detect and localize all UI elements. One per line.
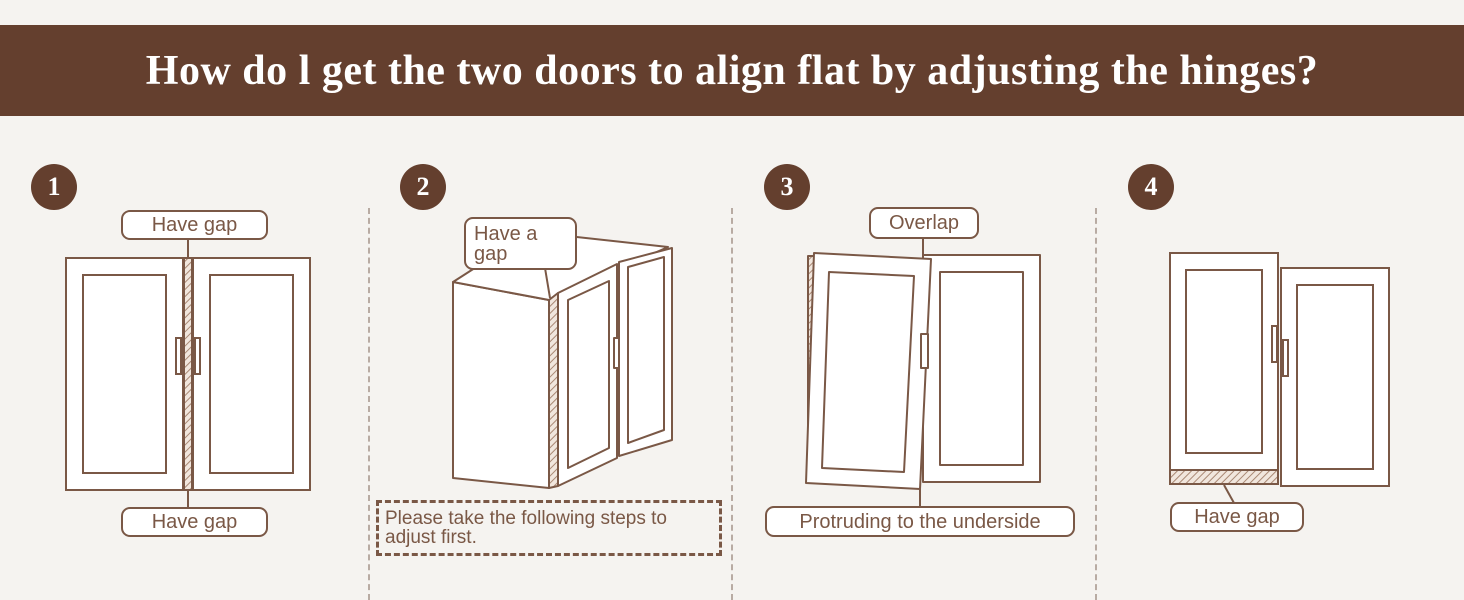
step-3-top-callout: Overlap <box>869 207 979 239</box>
step-3-handle <box>920 333 929 369</box>
step-2-cabinet <box>452 231 673 489</box>
step-4-cabinet <box>1169 252 1390 487</box>
step-1-badge: 1 <box>31 164 77 210</box>
step-4-right-handle <box>1282 339 1289 377</box>
divider-3 <box>1095 208 1097 600</box>
title-banner: How do l get the two doors to align flat… <box>0 25 1464 116</box>
step-3-cabinet <box>805 252 1041 490</box>
step-3-badge: 3 <box>764 164 810 210</box>
step-1-bottom-callout: Have gap <box>121 507 268 537</box>
step-1-top-callout: Have gap <box>121 210 268 240</box>
step-1-left-handle <box>175 337 182 375</box>
page-title: How do l get the two doors to align flat… <box>145 47 1319 94</box>
step-2-handle <box>613 337 620 369</box>
step-2-callout: Have a gap <box>464 217 577 270</box>
step-4-gap-strip <box>1169 469 1279 485</box>
step-1-right-handle <box>194 337 201 375</box>
step-2-badge: 2 <box>400 164 446 210</box>
step-2-side-panel <box>452 281 550 489</box>
step-4-callout: Have gap <box>1170 502 1304 532</box>
divider-2 <box>731 208 733 600</box>
step-1-cabinet <box>65 257 311 491</box>
step-4-badge: 4 <box>1128 164 1174 210</box>
step-2-gap-strip <box>548 292 559 489</box>
step-3-bottom-callout: Protruding to the underside <box>765 506 1075 537</box>
step-1-gap <box>183 257 193 491</box>
step-2-note: Please take the following steps to adjus… <box>376 500 722 556</box>
divider-1 <box>368 208 370 600</box>
step-4-left-handle <box>1271 325 1278 363</box>
